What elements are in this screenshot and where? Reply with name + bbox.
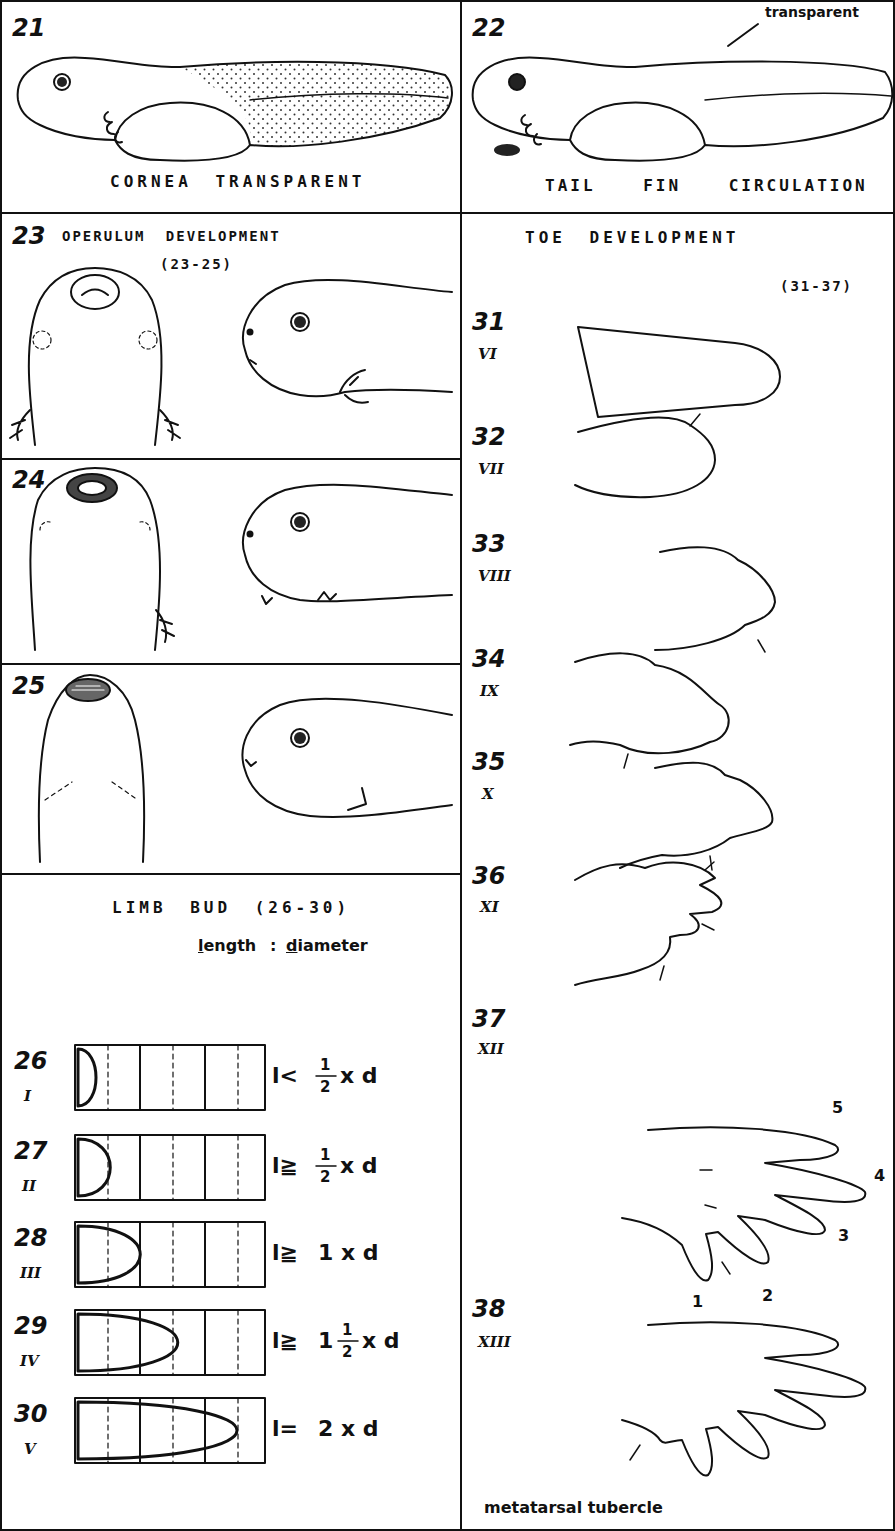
- roman-numeral: XI: [480, 898, 499, 916]
- roman-numeral: VI: [478, 345, 497, 363]
- stage-panel: 22TAIL FIN CIRCULATION: [460, 0, 895, 214]
- caption: OPERULUM DEVELOPMENT: [62, 228, 281, 244]
- label: :: [270, 936, 276, 955]
- stage-number: 38: [472, 1295, 505, 1323]
- tadpole-drawing: [473, 58, 893, 161]
- stage-number: 34: [472, 645, 505, 673]
- roman-numeral: V: [24, 1440, 36, 1458]
- stage-number: 29: [14, 1312, 47, 1340]
- roman-numeral: XII: [478, 1040, 504, 1058]
- stage-number: 22: [472, 14, 505, 42]
- formula: 2 x d: [318, 1416, 379, 1441]
- formula: l<: [272, 1063, 298, 1088]
- label: 3: [838, 1226, 849, 1245]
- stage-number: 23: [12, 222, 45, 250]
- stage-number: 33: [472, 530, 505, 558]
- formula: l=: [272, 1416, 298, 1441]
- stage-number: 27: [14, 1137, 47, 1165]
- label: diameter: [286, 936, 368, 955]
- stage-number: 21: [12, 14, 45, 42]
- caption: (23-25): [160, 256, 233, 272]
- roman-numeral: I: [24, 1087, 31, 1105]
- roman-numeral: VIII: [478, 567, 511, 585]
- formula: l≧: [272, 1240, 298, 1265]
- head-drawing: [10, 268, 452, 445]
- stage-number: 26: [14, 1047, 47, 1075]
- stage-number: 28: [14, 1224, 47, 1252]
- formula: l≧: [272, 1328, 298, 1353]
- fraction-digit: 2: [320, 1078, 330, 1096]
- stage-number: 31: [472, 308, 505, 336]
- stage-panel: TOE DEVELOPMENT (31-37): [460, 212, 895, 1531]
- fraction-digit: 1: [342, 1321, 352, 1339]
- formula: 1: [318, 1328, 333, 1353]
- caption: (31-37): [780, 278, 853, 294]
- roman-numeral: XIII: [478, 1333, 511, 1351]
- stage-number: 35: [472, 748, 505, 776]
- head-drawing: [39, 675, 452, 862]
- formula: 1 x d: [318, 1240, 379, 1265]
- stage-number: 30: [14, 1400, 47, 1428]
- roman-numeral: IV: [20, 1352, 39, 1370]
- stage-number: 32: [472, 423, 505, 451]
- label: metatarsal tubercle: [484, 1498, 663, 1517]
- label: 4: [874, 1166, 885, 1185]
- tadpole-drawing: [18, 58, 452, 161]
- fraction-digit: 1: [320, 1056, 330, 1074]
- limb-bud-gauge: [75, 1045, 358, 1463]
- stage-number: 25: [12, 672, 45, 700]
- roman-numeral: VII: [478, 460, 504, 478]
- fraction-digit: 2: [320, 1168, 330, 1186]
- label: 5: [832, 1098, 843, 1117]
- label: 2: [762, 1286, 773, 1305]
- formula: x d: [340, 1153, 378, 1178]
- label: length: [198, 936, 256, 955]
- caption: LIMB BUD (26-30): [112, 898, 350, 917]
- stage-panel: 23 OPERULUM DEVELOPMENT (23-25): [0, 212, 462, 460]
- label: 1: [692, 1292, 703, 1311]
- roman-numeral: IX: [480, 682, 499, 700]
- fraction-digit: 2: [342, 1343, 352, 1361]
- stage-panel: 21CORNEA TRANSPARENT: [0, 0, 462, 214]
- roman-numeral: II: [22, 1177, 36, 1195]
- stage-number: 36: [472, 862, 505, 890]
- caption: TOE DEVELOPMENT: [525, 228, 740, 247]
- stage-panel: 25: [0, 663, 462, 875]
- formula: x d: [340, 1063, 378, 1088]
- stage-number: 24: [12, 466, 45, 494]
- caption: CORNEA TRANSPARENT: [110, 172, 365, 191]
- toe-drawing: [570, 327, 865, 1476]
- caption: TAIL FIN CIRCULATION: [545, 176, 868, 195]
- roman-numeral: X: [482, 785, 494, 803]
- callout-label: transparent: [765, 4, 859, 20]
- formula: l≧: [272, 1153, 298, 1178]
- leader-line: [728, 24, 758, 46]
- formula: x d: [362, 1328, 400, 1353]
- stage-panel: LIMB BUD (26-30): [0, 873, 462, 1531]
- head-drawing: [30, 468, 452, 650]
- stage-number: 37: [472, 1005, 505, 1033]
- roman-numeral: III: [20, 1264, 41, 1282]
- stage-panel: 24: [0, 458, 462, 665]
- fraction-digit: 1: [320, 1146, 330, 1164]
